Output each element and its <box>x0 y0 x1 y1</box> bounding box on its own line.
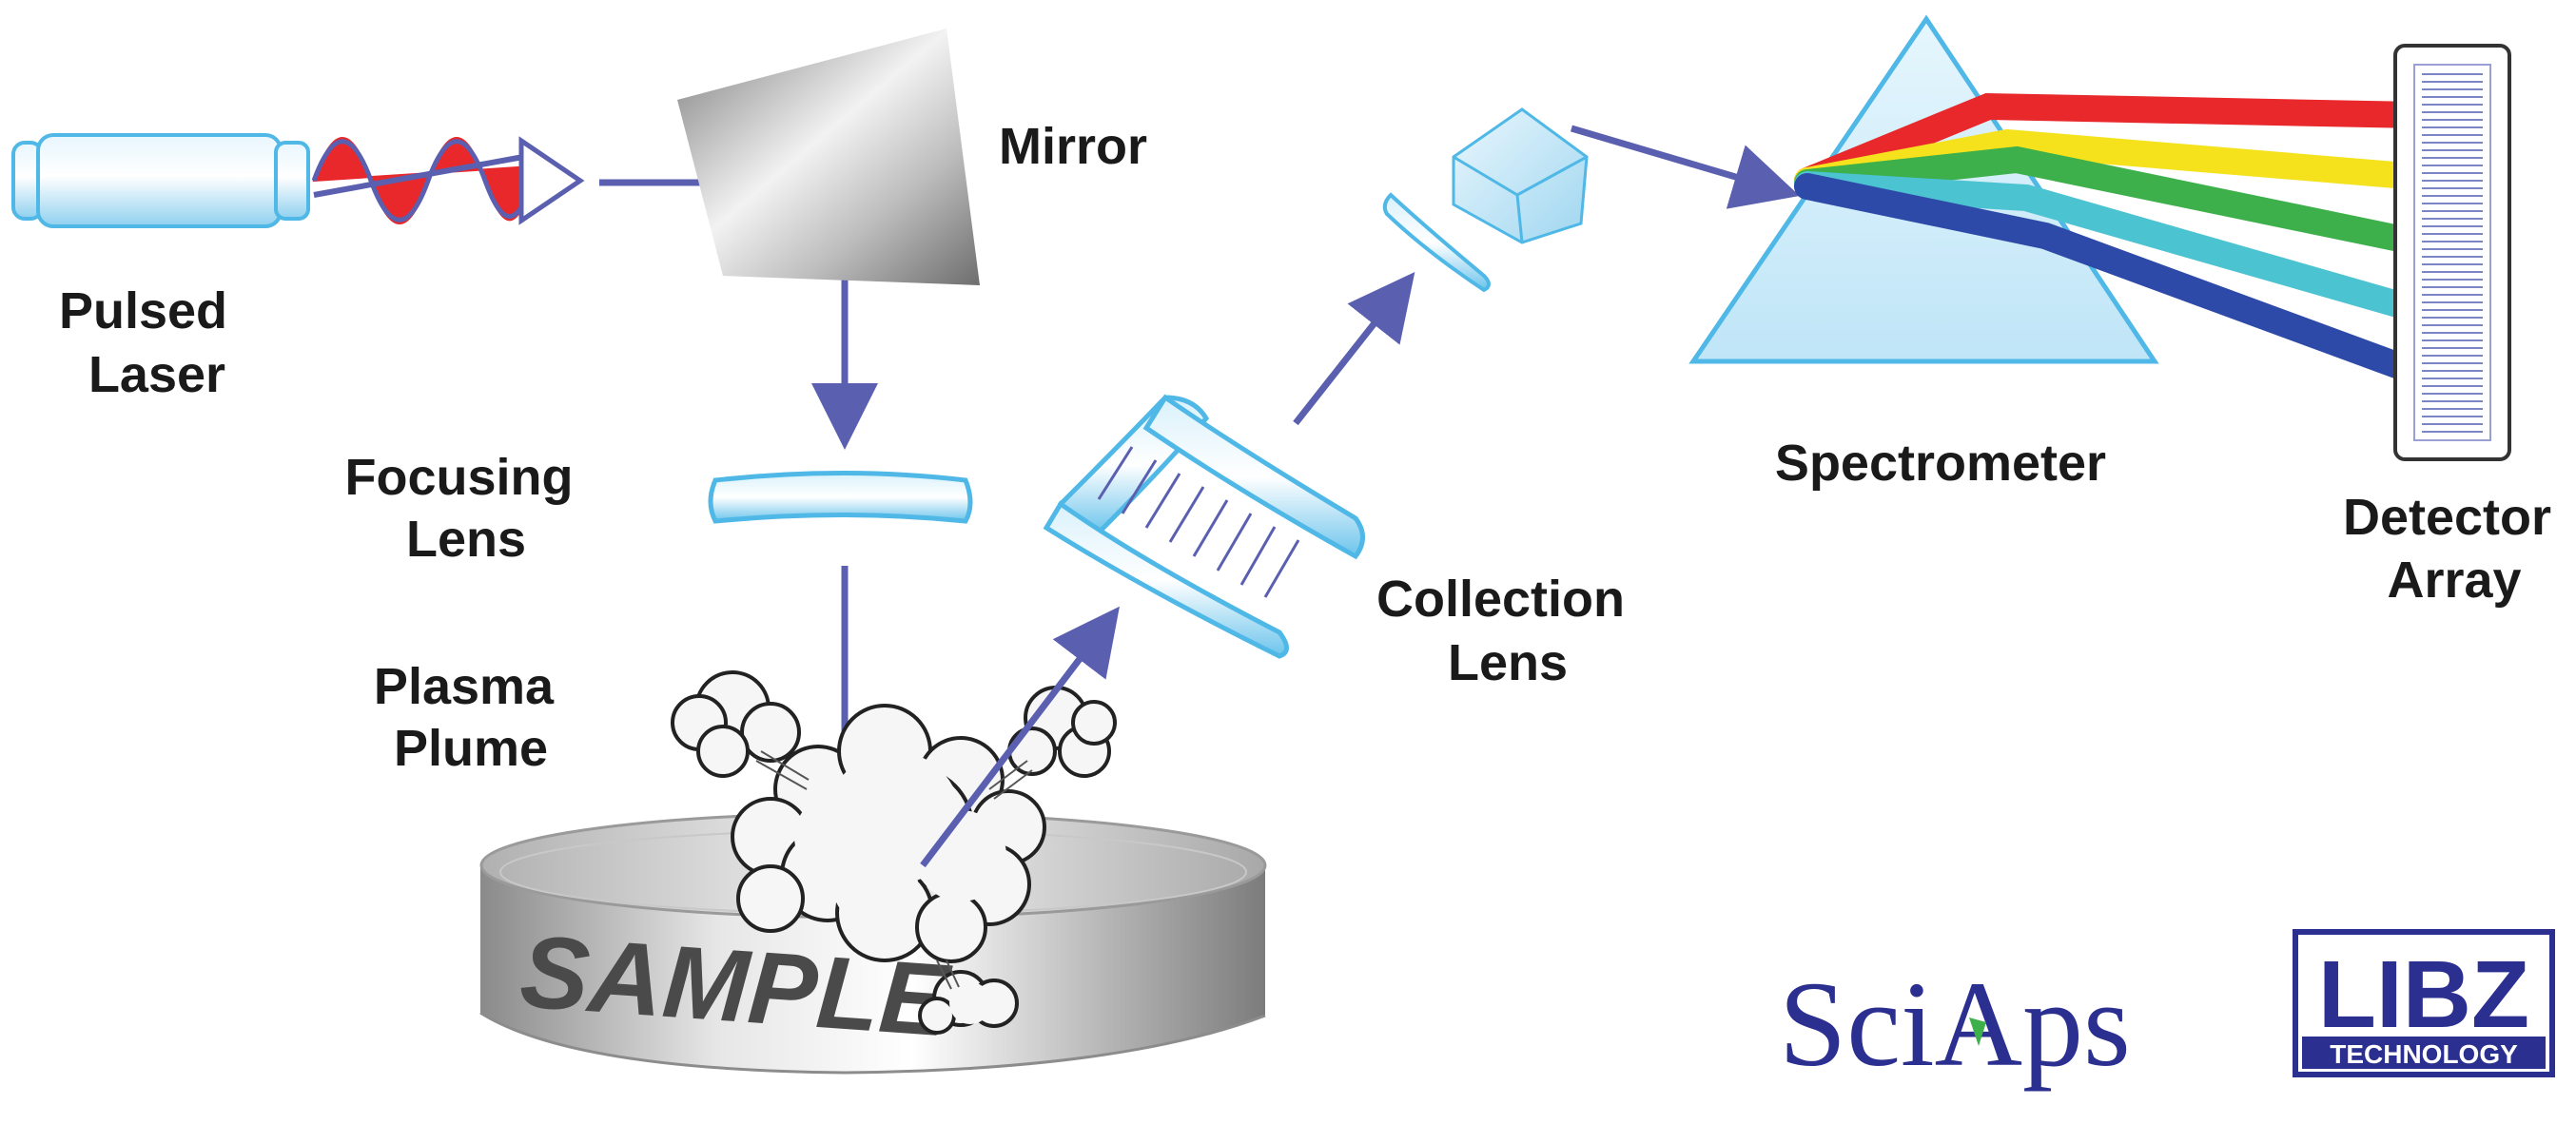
sample-disc-icon <box>479 811 1267 1075</box>
svg-text:Plasma Plume: Plasma Plume <box>374 658 568 777</box>
plasma-cloud-fill <box>794 751 1006 1024</box>
sciaps-leaf-icon <box>1969 1017 1986 1046</box>
mirror-label: Mirror <box>999 118 1147 175</box>
focusing-lens-icon <box>708 471 973 524</box>
svg-text:Collection Lens: Collection Lens <box>1376 571 1639 691</box>
sciaps-logo-text: SciAps <box>1779 957 2131 1092</box>
collection-lens-label-line1: Collection <box>1376 571 1625 628</box>
libz-logo: LIBZ TECHNOLOGY <box>2293 929 2555 1077</box>
fiber-beam-path <box>1571 125 1800 209</box>
mirror-icon <box>677 29 980 285</box>
fiber-coupler-icon <box>1382 107 1589 293</box>
detector-array-icon <box>2393 44 2511 461</box>
laser-pulse-wave-icon <box>311 136 585 225</box>
detector-label-line2: Array <box>2387 552 2521 609</box>
plasma-plume-label-line1: Plasma <box>374 658 555 715</box>
detector-label-line1: Detector <box>2343 489 2551 546</box>
emission-beam-path <box>920 606 1120 868</box>
collected-beam-path <box>1293 272 1415 426</box>
libz-logo-bottom: TECHNOLOGY <box>2330 1039 2518 1069</box>
plasma-plume-label-line2: Plume <box>394 720 548 777</box>
spectrum-rays <box>1794 92 2477 403</box>
focusing-lens-label-line1: Focusing <box>344 449 573 506</box>
focusing-lens-label-line2: Lens <box>406 511 526 568</box>
sciaps-logo: SciAps <box>1779 957 2131 1092</box>
plasma-streaks <box>755 750 1033 990</box>
svg-text:Detector Array: Detector Array <box>2343 489 2566 609</box>
collection-lens-icon <box>1043 394 1365 659</box>
svg-text:Pulsed Laser: Pulsed Laser <box>59 282 242 403</box>
laser-label-line1: Pulsed <box>59 282 227 339</box>
laser-label-line2: Laser <box>88 346 225 403</box>
libz-logo-top: LIBZ <box>2318 941 2529 1048</box>
spectrometer-label: Spectrometer <box>1775 435 2106 492</box>
svg-text:Focusing Lens: Focusing Lens <box>344 449 587 568</box>
collection-lens-label-line2: Lens <box>1448 634 1568 691</box>
laser-body-icon <box>11 133 310 228</box>
